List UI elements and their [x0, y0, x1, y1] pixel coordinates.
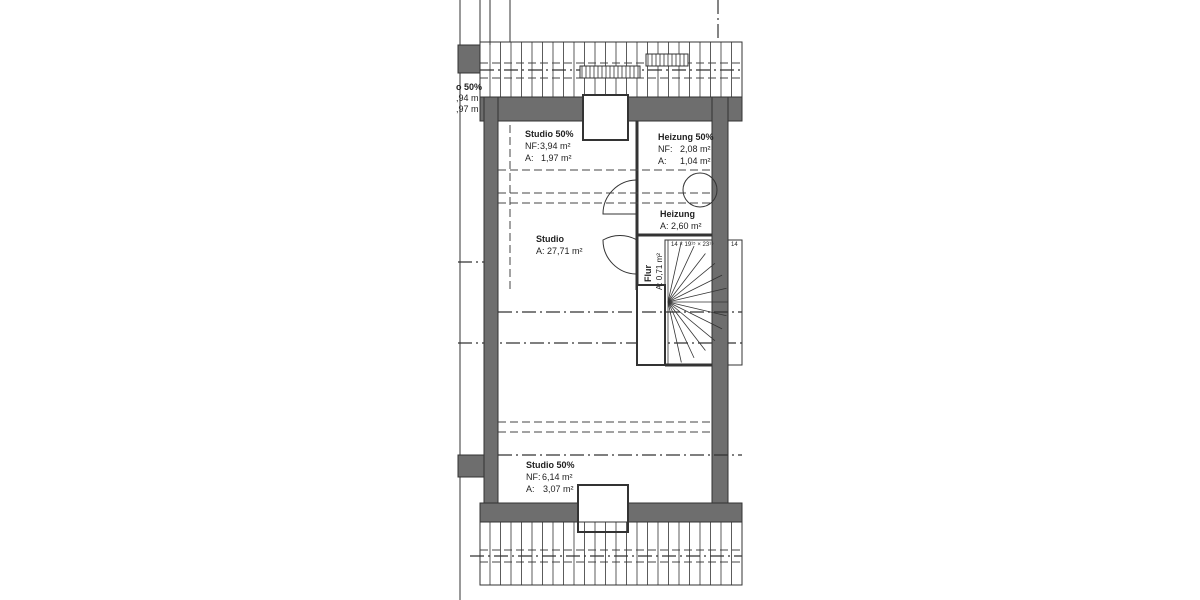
stair-step	[667, 301, 727, 317]
room-title: Heizung 50%	[658, 132, 714, 142]
a-value: 1,97 m²	[541, 153, 572, 163]
nf-label: NF:	[526, 472, 541, 482]
walls	[479, 96, 743, 523]
area-value: A: 27,71 m²	[536, 246, 583, 256]
stair-step	[667, 301, 682, 363]
stair-step	[667, 245, 695, 303]
stair-step	[667, 263, 716, 303]
doors	[602, 172, 718, 275]
room-studio-top: Studio 50% NF: 3,94 m² A: 1,97 m²	[525, 129, 574, 163]
room-studio-bottom: Studio 50% NF: 6,14 m² A: 3,07 m²	[526, 460, 575, 494]
staircase	[664, 239, 743, 366]
room-title: Heizung	[660, 209, 695, 219]
left-neighbour	[457, 0, 742, 600]
stair-step	[667, 301, 716, 341]
stair-step	[667, 274, 723, 303]
dashed-lines	[498, 125, 742, 456]
room-title: Studio 50%	[525, 129, 574, 139]
stair-step	[667, 301, 695, 359]
window-top	[582, 94, 629, 141]
room-title: Flur	[643, 265, 653, 282]
nf-value: 2,08 m²	[680, 144, 711, 154]
room-title: Studio	[536, 234, 564, 244]
stair-step	[667, 301, 723, 330]
room-heizung-half: Heizung 50% NF: 2,08 m² A: 1,04 m²	[658, 132, 714, 166]
skylight-grid	[645, 53, 689, 67]
room-flur: Flur A: 0,71 m²	[643, 253, 664, 290]
area-value: A: 0,71 m²	[655, 253, 664, 290]
stair-step	[667, 253, 706, 303]
room-heizung: Heizung A: 2,60 m²	[660, 209, 702, 231]
partial-room-title: o 50%	[456, 82, 482, 92]
a-label: A:	[526, 484, 535, 494]
nf-value: 3,94 m²	[540, 141, 571, 151]
room-title: Studio 50%	[526, 460, 575, 470]
nf-value: 6,14 m²	[542, 472, 573, 482]
partial-room-nf: ,94 m	[456, 93, 479, 103]
roof-bottom	[470, 521, 743, 586]
a-label: A:	[525, 153, 534, 163]
roof-top	[479, 41, 743, 99]
nf-label: NF:	[525, 141, 540, 151]
stair-label-right: 14	[731, 242, 738, 248]
room-studio: Studio A: 27,71 m²	[536, 234, 583, 256]
stair-label: 14 × 19¹⁵ × 23¹⁶	[671, 241, 714, 248]
window-bottom	[577, 484, 629, 533]
stair-step	[667, 301, 706, 351]
nf-label: NF:	[658, 144, 673, 154]
a-value: 1,04 m²	[680, 156, 711, 166]
stair-step	[667, 241, 682, 303]
a-value: 3,07 m²	[543, 484, 574, 494]
a-label: A:	[658, 156, 667, 166]
partial-room-a: ,97 m	[456, 104, 479, 114]
stair-step	[667, 287, 727, 303]
boiler-icon	[682, 172, 718, 208]
area-value: A: 2,60 m²	[660, 221, 702, 231]
